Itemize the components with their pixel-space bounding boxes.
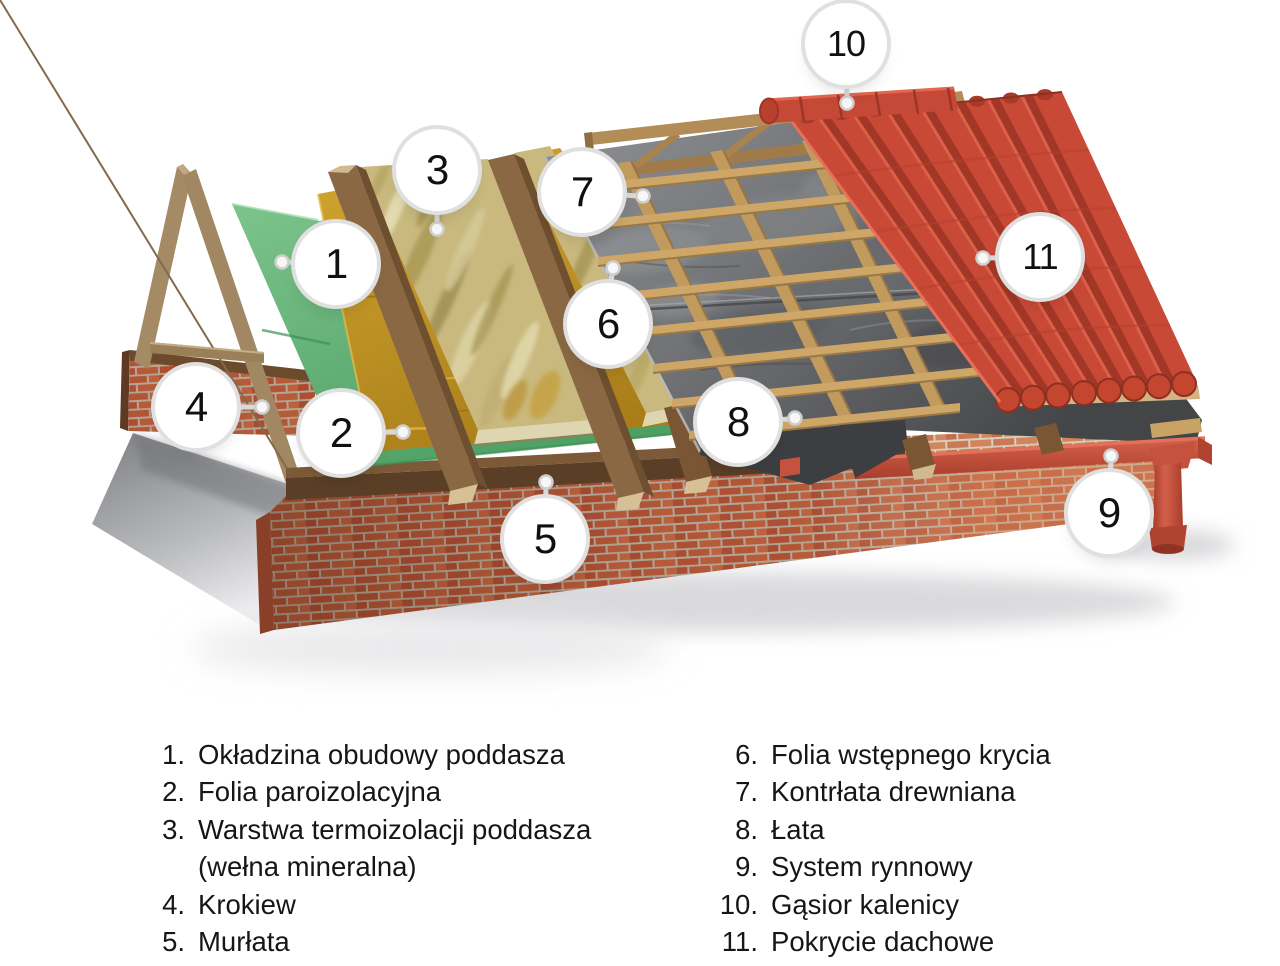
legend-item-7-label: Kontrłata drewniana: [771, 776, 1016, 808]
legend-item-10-label: Gąsior kalenicy: [771, 888, 959, 920]
legend-item-9-label: System rynnowy: [771, 851, 973, 883]
legend-item-5-label: Murłata: [198, 926, 290, 958]
callout-2: 2: [306, 398, 376, 468]
callout-6-number: 6: [596, 300, 620, 347]
legend-item-2-label: Folia paroizolacyjna: [198, 776, 442, 808]
floor-slab: [92, 433, 300, 630]
legend-item-11: 11. Pokrycie dachowe: [698, 923, 1078, 960]
callout-10-number: 10: [826, 23, 866, 64]
legend-item-1-number: 1.: [162, 739, 185, 770]
legend-item-2-number: 2.: [162, 776, 185, 808]
callout-5-number: 5: [533, 515, 557, 562]
callout-3: 3: [402, 135, 472, 205]
membrane-drape-front: [840, 420, 908, 478]
legend-item-5: 5. Murłata: [130, 923, 670, 960]
callout-9-number: 9: [1097, 489, 1121, 536]
legend-item-5-number: 5.: [162, 926, 185, 958]
legend-item-1-label: Okładzina obudowy poddasza: [198, 739, 565, 770]
callout-1: 1: [301, 229, 371, 299]
legend-item-7-number: 7.: [735, 776, 758, 808]
gutter-trough: [855, 439, 1205, 479]
legend-item-10: 10. Gąsior kalenicy: [698, 886, 1078, 923]
callout-7-number: 7: [570, 168, 594, 215]
callout-10: 10: [811, 9, 881, 79]
ground-shadow: [190, 531, 1235, 674]
gutter-system: [780, 418, 1212, 554]
callout-8: 8: [703, 387, 773, 457]
callout-1-number: 1: [324, 240, 348, 287]
rafter-tails-right: [902, 423, 1064, 480]
legend-item-11-number: 11.: [721, 926, 758, 958]
legend-item-1: 1. Okładzina obudowy poddasza: [130, 736, 670, 773]
callout-6: 6: [573, 289, 643, 359]
legend-item-3: 3. Warstwa termoizolacji poddasza (wełna…: [130, 811, 670, 886]
legend-column-right: 6. Folia wstępnego krycia 7. Kontrłata d…: [698, 736, 1078, 960]
back-wall-plate: [130, 350, 316, 382]
downspout: [1153, 463, 1183, 531]
legend-item-10-number: 10.: [719, 888, 758, 920]
front-wall: [256, 425, 1166, 634]
legend-item-9: 9. System rynnowy: [698, 848, 1078, 885]
legend-item-9-number: 9.: [735, 851, 758, 883]
legend-item-6-label: Folia wstępnego krycia: [771, 739, 1051, 770]
legend-item-4-number: 4.: [162, 888, 185, 920]
callout-4: 4: [161, 372, 231, 442]
legend-item-6: 6. Folia wstępnego krycia: [698, 736, 1078, 773]
legend-item-6-number: 6.: [735, 739, 758, 770]
callout-7: 7: [547, 157, 617, 227]
callout-4-number: 4: [184, 383, 208, 430]
callout-5: 5: [510, 504, 580, 574]
callout-11-number: 11: [1022, 236, 1058, 277]
callout-11: 11: [1005, 222, 1075, 292]
gutter-elbow: [1150, 441, 1196, 472]
legend-column-left: 1. Okładzina obudowy poddasza 2. Folia p…: [130, 736, 670, 960]
ridge-cap: [759, 86, 958, 125]
wool-slab-edge: [474, 419, 600, 445]
legend-item-2: 2. Folia paroizolacyjna: [130, 773, 670, 810]
callout-8-number: 8: [726, 398, 750, 445]
legend-item-8-number: 8.: [735, 813, 758, 845]
callout-leader-dots: [254, 95, 1119, 490]
legend-item-3-label: Warstwa termoizolacji poddasza (wełna mi…: [198, 813, 592, 883]
legend-item-7: 7. Kontrłata drewniana: [698, 773, 1078, 810]
mineral-wool-panel-1: [360, 159, 600, 446]
rafter-truss: [0, 0, 311, 520]
roof-tile-sheet: [788, 89, 1197, 413]
legend-item-4: 4. Krokiew: [130, 886, 670, 923]
callout-3-number: 3: [425, 146, 449, 193]
batten-end: [1150, 418, 1202, 438]
callout-2-number: 2: [329, 409, 353, 456]
legend-item-11-label: Pokrycie dachowe: [771, 926, 995, 958]
legend-item-8-label: Łata: [771, 813, 825, 845]
rafter-3-tail: [664, 402, 712, 494]
callout-9: 9: [1074, 478, 1144, 548]
legend-item-8: 8. Łata: [698, 811, 1078, 848]
legend-item-4-label: Krokiew: [198, 888, 296, 920]
tile-scallop-edge: [995, 371, 1197, 413]
legend-item-3-number: 3.: [162, 813, 185, 845]
